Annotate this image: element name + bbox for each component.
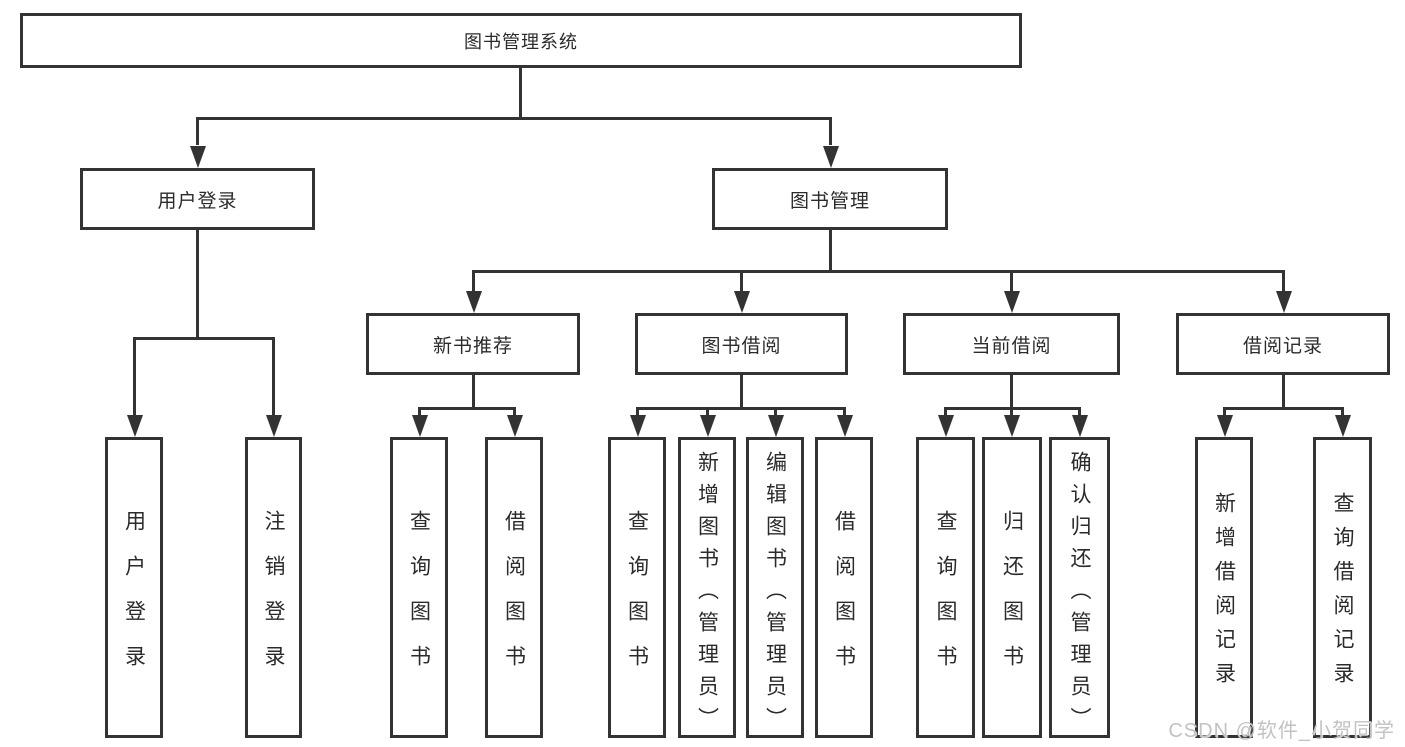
leaf-query-books-current: 查询图书 bbox=[916, 437, 975, 738]
arrow-down-icon bbox=[1072, 415, 1088, 437]
arrow-down-icon bbox=[1335, 415, 1351, 437]
leaf-edit-book-admin: 编辑图书（管理员） bbox=[746, 437, 804, 739]
connector-drop bbox=[774, 407, 777, 419]
node-current-borrow: 当前借阅 bbox=[903, 313, 1120, 375]
leaf-borrow-books: 借阅图书 bbox=[815, 437, 873, 738]
leaf-user-login: 用户登录 bbox=[105, 437, 163, 738]
connector-root-stem bbox=[519, 66, 522, 120]
connector-group-stem bbox=[1282, 373, 1285, 410]
connector-drop bbox=[513, 407, 516, 419]
leaf-add-book-admin-label: 新增图书（管理员） bbox=[695, 451, 719, 739]
leaf-add-book-admin: 新增图书（管理员） bbox=[678, 437, 736, 739]
leaf-query-books-recommend: 查询图书 bbox=[390, 437, 448, 738]
connector-user-rail bbox=[133, 337, 275, 340]
leaf-borrow-books-recommend-label: 借阅图书 bbox=[502, 509, 526, 690]
connector-drop bbox=[472, 270, 475, 292]
leaf-confirm-return-admin-label: 确认归还（管理员） bbox=[1068, 451, 1091, 739]
connector-drop bbox=[944, 407, 947, 419]
connector-drop bbox=[418, 407, 421, 419]
node-book-borrow: 图书借阅 bbox=[635, 313, 848, 375]
leaf-edit-book-admin-label: 编辑图书（管理员） bbox=[763, 451, 787, 739]
connector-drop bbox=[1282, 270, 1285, 292]
leaf-add-borrow-record-label: 新增借阅记录 bbox=[1212, 492, 1236, 696]
leaf-query-books-recommend-label: 查询图书 bbox=[407, 509, 431, 690]
leaf-logout-label: 注销登录 bbox=[262, 509, 285, 690]
arrow-down-icon bbox=[507, 415, 523, 437]
arrow-down-icon bbox=[837, 415, 853, 437]
connector-level2-rail bbox=[196, 117, 832, 120]
connector-group-stem bbox=[1010, 373, 1013, 410]
node-book-management-label: 图书管理 bbox=[789, 190, 870, 212]
connector-drop bbox=[829, 117, 832, 145]
node-root: 图书管理系统 bbox=[20, 13, 1022, 68]
leaf-query-borrow-record: 查询借阅记录 bbox=[1313, 437, 1372, 738]
arrow-down-icon bbox=[734, 291, 750, 313]
arrow-down-icon bbox=[190, 146, 206, 168]
node-user-login-label: 用户登录 bbox=[157, 190, 238, 212]
leaf-user-login-label: 用户登录 bbox=[122, 509, 146, 690]
arrow-down-icon bbox=[700, 415, 716, 437]
connector-drop bbox=[1010, 407, 1013, 419]
arrow-down-icon bbox=[1004, 415, 1020, 437]
arrow-down-icon bbox=[127, 415, 143, 437]
connector-group-rail bbox=[636, 407, 845, 410]
node-user-login: 用户登录 bbox=[80, 168, 315, 230]
node-book-borrow-label: 图书借阅 bbox=[701, 335, 782, 357]
arrow-down-icon bbox=[768, 415, 784, 437]
connector-drop bbox=[1223, 407, 1226, 419]
node-new-book-recommend-label: 新书推荐 bbox=[432, 335, 513, 357]
connector-drop bbox=[133, 337, 136, 417]
csdn-watermark: CSDN @软件_小贺同学 bbox=[1168, 720, 1395, 742]
leaf-borrow-books-label: 借阅图书 bbox=[832, 509, 856, 690]
connector-group-stem bbox=[472, 373, 475, 410]
node-book-management: 图书管理 bbox=[712, 168, 948, 230]
node-borrow-records: 借阅记录 bbox=[1176, 313, 1390, 375]
connector-mgmt-stem bbox=[829, 230, 832, 273]
connector-group-rail bbox=[1223, 407, 1343, 410]
leaf-query-borrow-record-label: 查询借阅记录 bbox=[1331, 492, 1354, 696]
arrow-down-icon bbox=[412, 415, 428, 437]
leaf-logout: 注销登录 bbox=[245, 437, 302, 738]
leaf-return-book-label: 归还图书 bbox=[1000, 509, 1024, 690]
leaf-query-books-borrow-label: 查询图书 bbox=[625, 509, 649, 690]
leaf-query-books-borrow: 查询图书 bbox=[608, 437, 666, 738]
arrow-down-icon bbox=[266, 415, 282, 437]
arrow-down-icon bbox=[938, 415, 954, 437]
connector-drop bbox=[740, 270, 743, 292]
connector-drop bbox=[636, 407, 639, 419]
leaf-confirm-return-admin: 确认归还（管理员） bbox=[1049, 437, 1110, 739]
connector-group-rail bbox=[418, 407, 515, 410]
connector-drop bbox=[1341, 407, 1344, 419]
arrow-down-icon bbox=[630, 415, 646, 437]
connector-drop bbox=[272, 337, 275, 417]
connector-drop bbox=[1010, 270, 1013, 292]
arrow-down-icon bbox=[466, 291, 482, 313]
node-root-label: 图书管理系统 bbox=[464, 31, 578, 52]
node-current-borrow-label: 当前借阅 bbox=[971, 335, 1052, 357]
leaf-add-borrow-record: 新增借阅记录 bbox=[1195, 437, 1253, 738]
connector-level3-rail bbox=[472, 270, 1285, 273]
connector-drop bbox=[1078, 407, 1081, 419]
connector-drop bbox=[843, 407, 846, 419]
leaf-borrow-books-recommend: 借阅图书 bbox=[485, 437, 543, 738]
arrow-down-icon bbox=[823, 146, 839, 168]
connector-drop bbox=[706, 407, 709, 419]
arrow-down-icon bbox=[1217, 415, 1233, 437]
connector-drop bbox=[196, 117, 199, 145]
leaf-query-books-current-label: 查询图书 bbox=[934, 509, 957, 690]
arrow-down-icon bbox=[1004, 291, 1020, 313]
arrow-down-icon bbox=[1276, 291, 1292, 313]
connector-user-stem bbox=[196, 228, 199, 340]
connector-group-stem bbox=[740, 373, 743, 410]
node-borrow-records-label: 借阅记录 bbox=[1242, 335, 1323, 357]
node-new-book-recommend: 新书推荐 bbox=[366, 313, 580, 375]
leaf-return-book: 归还图书 bbox=[982, 437, 1042, 738]
